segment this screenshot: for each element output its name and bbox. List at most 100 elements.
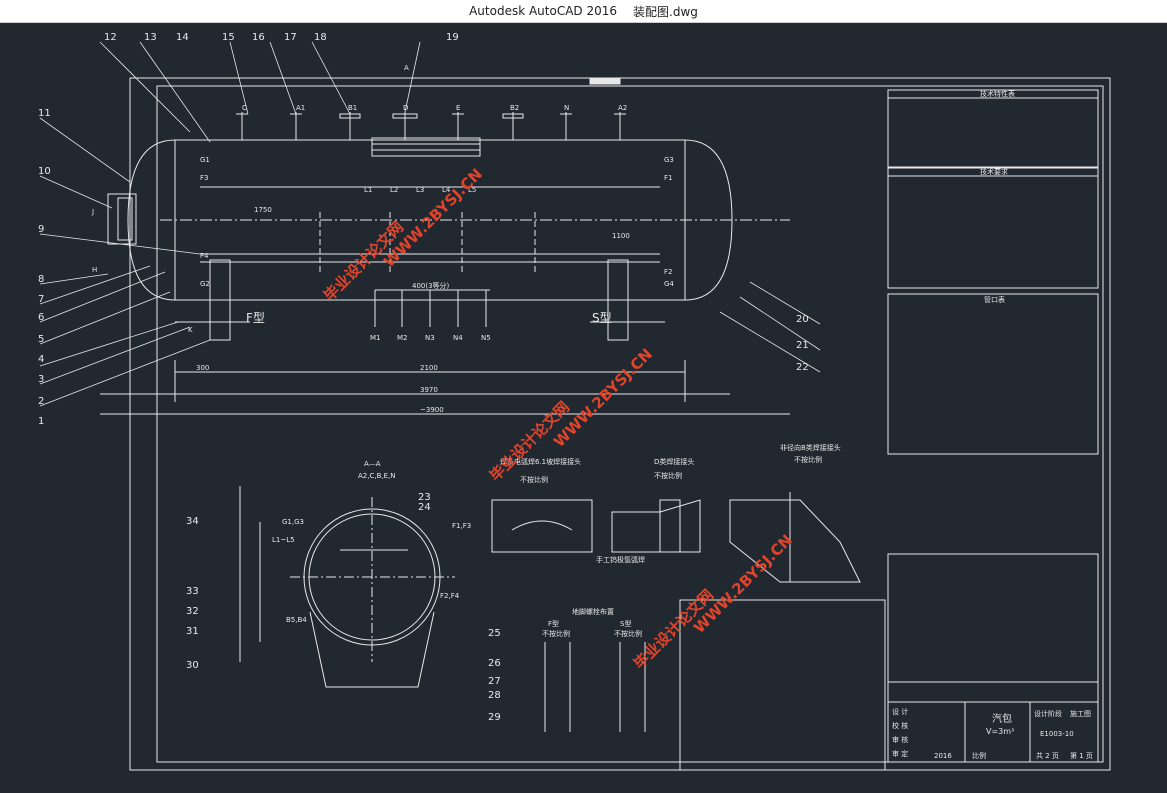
- dim-d5: 400(3等分): [412, 281, 450, 290]
- watermark-url-3: WWW.2BYSJ.CN: [690, 531, 796, 637]
- title-block-stage-value: 施工图: [1070, 709, 1091, 718]
- inner-l5: L5: [468, 186, 476, 194]
- balloon-27: 27: [488, 676, 501, 687]
- inner-l3: L3: [416, 186, 424, 194]
- balloon-4: 4: [38, 354, 44, 365]
- file-name: 装配图.dwg: [633, 4, 698, 19]
- weld-details: [491, 492, 861, 583]
- title-block-row-4: 审 定: [892, 749, 908, 758]
- detail-title-3: 非径向B类焊接接头: [780, 443, 841, 452]
- support-s-detail: S型: [620, 619, 631, 628]
- side-f2: F2: [664, 268, 672, 276]
- vessel-main-view: [100, 112, 790, 415]
- balloon-5: 5: [38, 334, 44, 345]
- support-f-detail: F型: [548, 619, 559, 628]
- detail-scale-2: 不按比例: [654, 471, 682, 480]
- section-a-a: [239, 486, 455, 688]
- balloon-9: 9: [38, 224, 44, 235]
- title-block-sheet: 共 2 页: [1036, 751, 1059, 760]
- tech-tables: [679, 89, 1099, 771]
- balloon-6: 6: [38, 312, 44, 323]
- side-f1: F1: [664, 174, 672, 182]
- detail-note: 手工钨极氩弧焊: [596, 555, 645, 564]
- side-h: H: [92, 266, 97, 274]
- section-mark-a: A: [404, 64, 409, 72]
- inner-l4: L4: [442, 186, 451, 194]
- section-title: A—A: [364, 460, 381, 468]
- section-b5-b4: B5,B4: [286, 616, 307, 624]
- balloon-23: 23: [418, 492, 431, 503]
- balloon-26: 26: [488, 658, 501, 669]
- nozzle-b1: B1: [348, 104, 357, 112]
- dim-d4: 300: [196, 364, 209, 372]
- dim-overall: 3970: [420, 386, 438, 394]
- side-g2: G2: [200, 280, 210, 288]
- title-block-row-1: 设 计: [892, 707, 908, 716]
- support-section-title: 地脚螺栓布置: [572, 607, 614, 616]
- detail-scale-1: 不按比例: [520, 475, 548, 484]
- support-f-label: F型: [246, 311, 265, 325]
- section-f1-f3: F1,F3: [452, 522, 471, 530]
- balloon-31: 31: [186, 626, 199, 637]
- balloon-leaders: [39, 41, 821, 407]
- balloon-8: 8: [38, 274, 44, 285]
- nozzle-e: E: [456, 104, 460, 112]
- nozzle-m2: M2: [397, 334, 408, 342]
- side-f4: F4: [200, 252, 209, 260]
- balloon-7: 7: [38, 294, 44, 305]
- balloon-14: 14: [176, 32, 189, 43]
- section-l1-l5: L1~L5: [272, 536, 295, 544]
- nozzle-a2: A2: [618, 104, 627, 112]
- drawing-canvas[interactable]: 12 13 14 15 16 17 18 19 11 10 9 8 7 6 5 …: [0, 22, 1167, 793]
- support-details: [544, 642, 646, 732]
- nozzle-n4: N4: [453, 334, 463, 342]
- watermark-url-2: WWW.2BYSJ.CN: [550, 345, 656, 451]
- side-j: J: [91, 208, 94, 216]
- section-top-label: A2,C,B,E,N: [358, 472, 396, 480]
- dim-d3: 2100: [420, 364, 438, 372]
- side-f3: F3: [200, 174, 208, 182]
- watermark-url-1: WWW.2BYSJ.CN: [380, 165, 486, 271]
- section-f2-f4: F2,F4: [440, 592, 460, 600]
- balloon-29: 29: [488, 712, 501, 723]
- balloon-19: 19: [446, 32, 459, 43]
- dim-total: ~3900: [420, 406, 444, 414]
- app-title: Autodesk AutoCAD 2016: [469, 4, 618, 18]
- title-block-drawing-no: E1003-10: [1040, 730, 1074, 738]
- balloon-2: 2: [38, 396, 44, 407]
- nozzle-table-title: 管口表: [984, 295, 1005, 304]
- balloon-11: 11: [38, 108, 51, 119]
- support-s-detail-scale: 不按比例: [614, 629, 642, 638]
- inner-l2: L2: [390, 186, 398, 194]
- title-block-row-3: 审 核: [892, 735, 908, 744]
- title-block-row-2: 校 核: [892, 721, 908, 730]
- side-k: K: [188, 326, 193, 334]
- balloon-13: 13: [144, 32, 157, 43]
- dim-d2: 1100: [612, 232, 630, 240]
- balloon-32: 32: [186, 606, 199, 617]
- balloon-15: 15: [222, 32, 235, 43]
- balloon-24: 24: [418, 502, 431, 513]
- detail-title-2: D类焊接接头: [654, 457, 694, 466]
- nozzle-n3: N3: [425, 334, 435, 342]
- balloon-3: 3: [38, 374, 44, 385]
- title-block-scale-label: 比例: [972, 751, 986, 760]
- support-f-detail-scale: 不按比例: [542, 629, 570, 638]
- tech-char-title: 技术特性表: [980, 89, 1015, 98]
- balloon-16: 16: [252, 32, 265, 43]
- detail-scale-3: 不按比例: [794, 455, 822, 464]
- balloon-25: 25: [488, 628, 501, 639]
- nozzle-b2: B2: [510, 104, 519, 112]
- detail-title-1: 焊条电弧焊6.1坡焊接接头: [500, 457, 581, 466]
- dim-d1: 1750: [254, 206, 272, 214]
- side-g4: G4: [664, 280, 674, 288]
- balloon-28: 28: [488, 690, 501, 701]
- inner-frame: [156, 85, 1104, 763]
- balloon-33: 33: [186, 586, 199, 597]
- tech-req-title: 技术要求: [980, 167, 1008, 176]
- balloon-30: 30: [186, 660, 199, 671]
- title-block-name: 汽包: [992, 712, 1012, 725]
- nozzle-d: D: [403, 104, 408, 112]
- title-block-page: 第 1 页: [1070, 751, 1093, 760]
- balloon-34: 34: [186, 516, 199, 527]
